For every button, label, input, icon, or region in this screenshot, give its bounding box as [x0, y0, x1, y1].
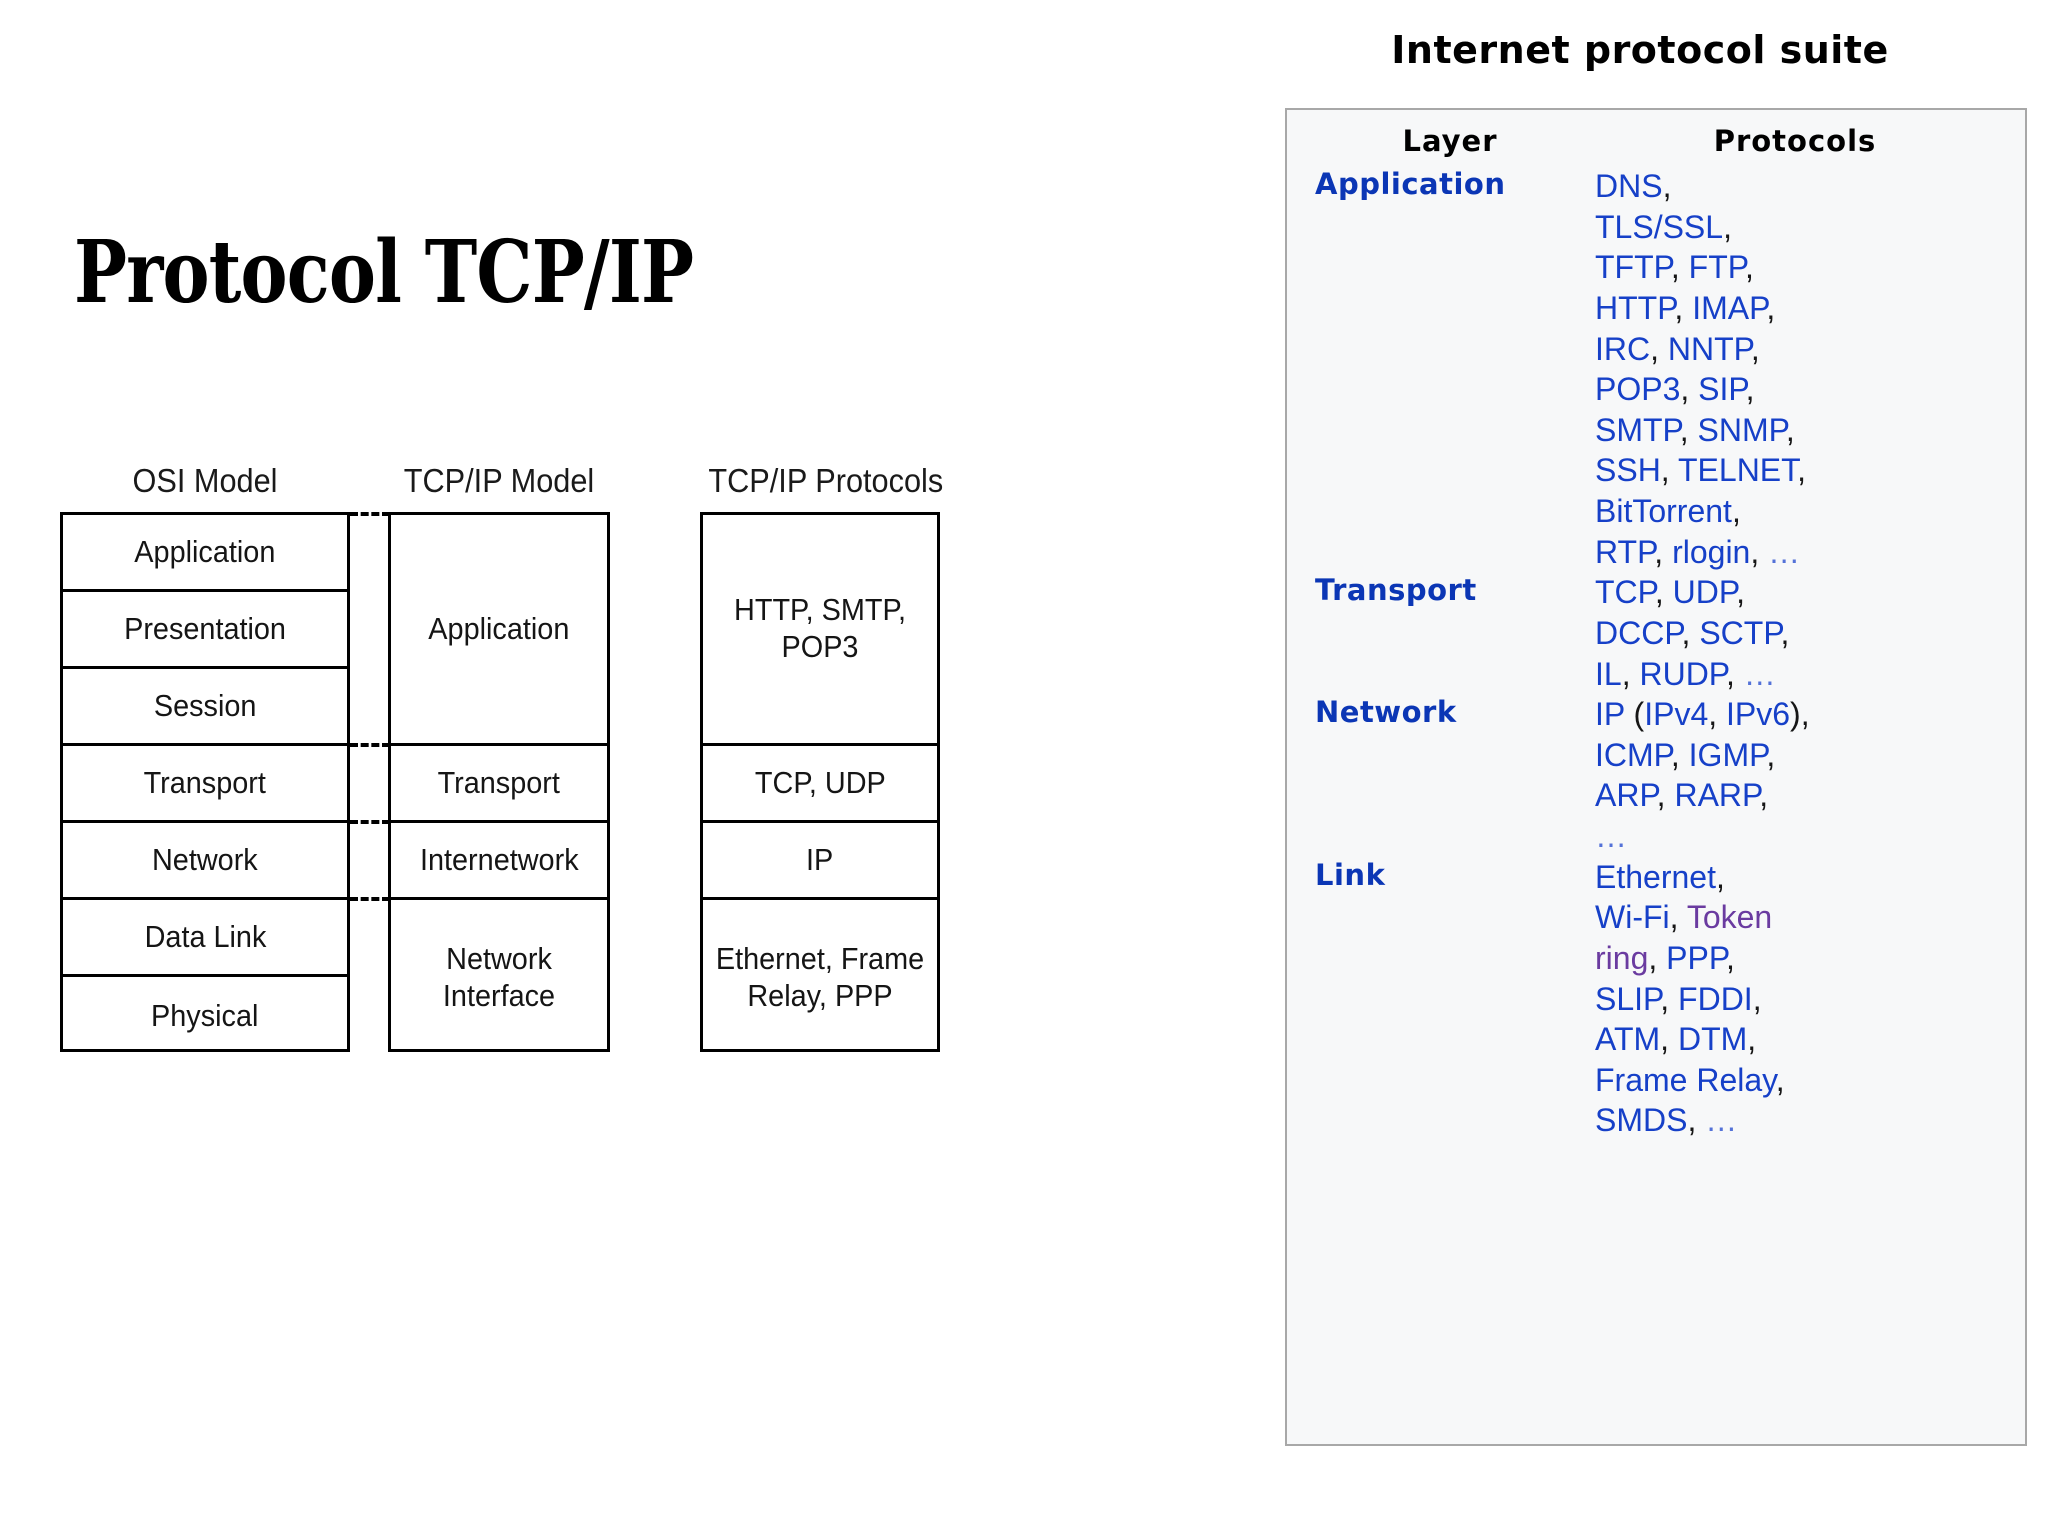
protocol-group-link: Ethernet, Frame Relay, PPP	[703, 900, 937, 1055]
protocol-group-label: TCP, UDP	[754, 764, 886, 800]
suite-layer-link: Link	[1315, 857, 1386, 892]
protocol-group-transport: TCP, UDP	[703, 746, 937, 823]
osi-layer-label: Network	[152, 841, 258, 877]
osi-layer-label: Transport	[143, 764, 267, 800]
column-header-layer: Layer	[1402, 124, 1498, 158]
protocol-group-application: HTTP, SMTP, POP3	[703, 515, 937, 746]
protocol-group-label: IP	[806, 841, 834, 877]
osi-layer-network: Network	[63, 823, 347, 900]
suite-protocols-network: IP (IPv4, IPv6),ICMP, IGMP,ARP, RARP,…	[1595, 696, 1810, 854]
internet-protocol-suite-title: Internet protocol suite	[1391, 28, 1889, 72]
osi-model-heading: OSI Model	[132, 462, 278, 499]
suite-protocols-transport: TCP, UDP,DCCP, SCTP,IL, RUDP, …	[1595, 574, 1790, 692]
osi-layer-session: Session	[63, 669, 347, 746]
osi-layer-label: Application	[134, 533, 276, 569]
osi-layer-physical: Physical	[63, 977, 347, 1055]
tcpip-layer-network-interface: Network Interface	[391, 900, 607, 1055]
tcpip-model-heading: TCP/IP Model	[403, 462, 595, 499]
tcpip-layer-transport: Transport	[391, 746, 607, 823]
table-row: Network IP (IPv4, IPv6),ICMP, IGMP,ARP, …	[1305, 694, 2015, 857]
protocol-group-label: Ethernet, Frame Relay, PPP	[715, 940, 925, 1013]
osi-layer-label: Physical	[151, 997, 259, 1033]
page-title: Protocol TCP/IP	[74, 222, 694, 323]
table-row: Transport TCP, UDP,DCCP, SCTP,IL, RUDP, …	[1305, 572, 2015, 694]
connector-dashed-transport	[350, 743, 390, 747]
osi-layer-label: Session	[153, 687, 257, 723]
osi-layer-application: Application	[63, 515, 347, 592]
tcpip-layer-label: Transport	[437, 764, 561, 800]
connector-dashed-top	[350, 512, 390, 516]
suite-layer-transport: Transport	[1315, 573, 1477, 608]
tcpip-protocols-stack: HTTP, SMTP, POP3 TCP, UDP IP Ethernet, F…	[700, 512, 940, 1052]
column-header-protocols: Protocols	[1713, 124, 1877, 158]
osi-model-stack: Application Presentation Session Transpo…	[60, 512, 350, 1052]
tcpip-layer-application: Application	[391, 515, 607, 746]
protocol-group-internet: IP	[703, 823, 937, 900]
connector-dashed-network	[350, 820, 390, 824]
tcpip-layer-label: Application	[428, 610, 570, 646]
suite-table-header: Layer Protocols	[1305, 124, 2015, 158]
osi-layer-presentation: Presentation	[63, 592, 347, 669]
tcpip-protocols-heading: TCP/IP Protocols	[708, 462, 944, 499]
tcpip-layer-internetwork: Internetwork	[391, 823, 607, 900]
table-row: Application DNS,TLS/SSL,TFTP, FTP,HTTP, …	[1305, 166, 2015, 572]
protocol-group-label: HTTP, SMTP, POP3	[734, 592, 906, 664]
osi-layer-transport: Transport	[63, 746, 347, 823]
osi-layer-label: Presentation	[124, 610, 286, 646]
tcpip-layer-label: Internetwork	[419, 841, 579, 877]
suite-layer-application: Application	[1315, 167, 1506, 201]
suite-protocols-application: DNS,TLS/SSL,TFTP, FTP,HTTP, IMAP,IRC, NN…	[1595, 168, 1807, 570]
tcpip-model-stack: Application Transport Internetwork Netwo…	[388, 512, 610, 1052]
tcpip-layer-label: Network Interface	[442, 940, 556, 1013]
connector-dashed-datalink	[350, 897, 390, 901]
internet-protocol-suite-panel: Layer Protocols Application DNS,TLS/SSL,…	[1285, 108, 2027, 1446]
osi-layer-data-link: Data Link	[63, 900, 347, 977]
suite-layer-network: Network	[1315, 695, 1457, 730]
osi-layer-label: Data Link	[144, 918, 266, 954]
